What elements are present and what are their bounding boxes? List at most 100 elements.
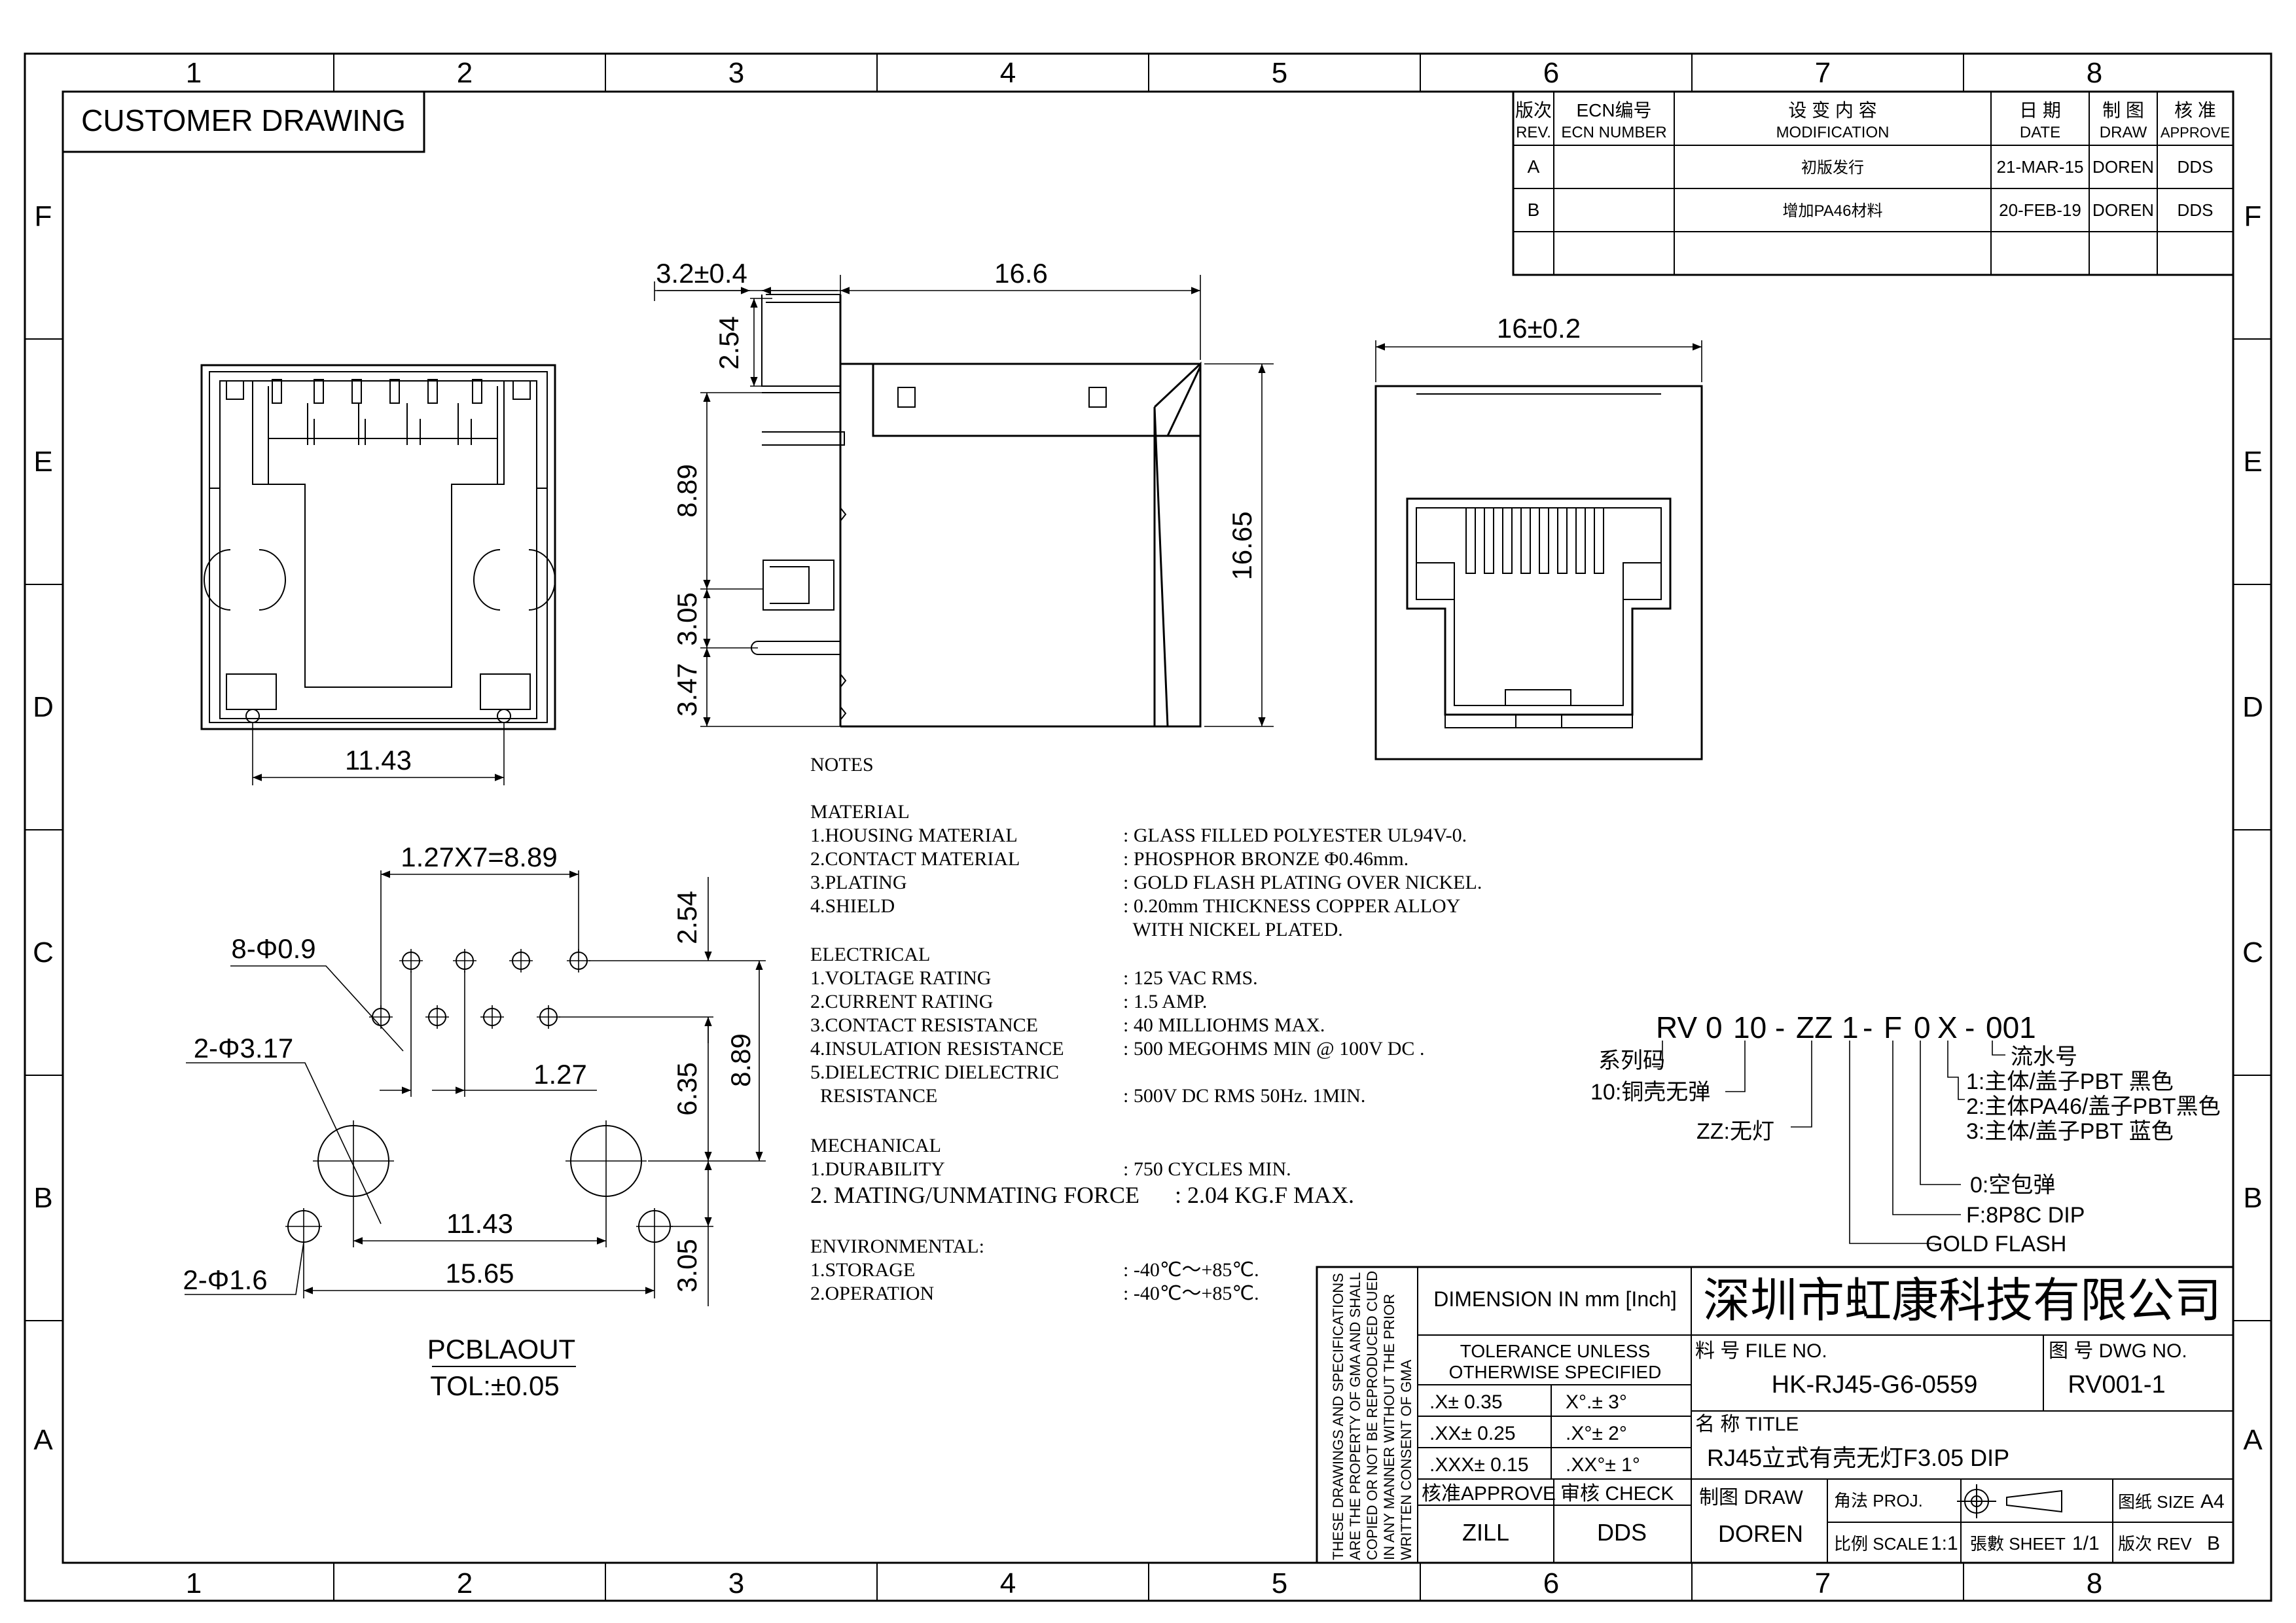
col-header-approve-cn: 核 准 [2174,100,2216,120]
table-cell-draw: DOREN [2092,200,2154,220]
col-header-approve-en: APPROVE [2161,124,2230,141]
tolerance-value: .XX± 0.25 [1429,1423,1516,1444]
pn-part: 001 [1986,1010,2036,1044]
revision-table: 版次 REV. ECN编号 ECN NUMBER 设 变 内 容 MODIFIC… [1512,90,2234,276]
scale-label: 比例 SCALE [1834,1534,1929,1554]
note-value: : 500V DC RMS 50Hz. 1MIN. [1123,1085,1365,1107]
table-cell-rev: A [1528,156,1540,177]
projection-symbol-icon [1957,1484,2062,1518]
dimension-label: 2-Φ1.6 [183,1264,267,1295]
row-label-left: A [33,1424,53,1456]
note-value: : GOLD FLASH PLATING OVER NICKEL. [1123,872,1482,893]
sheet-label: 張數 SHEET [1970,1534,2066,1554]
pn-serial: 流水号 [2011,1044,2077,1069]
dwg-no-label: 图 号 DWG NO. [2049,1340,2187,1362]
pn-series: 系列码 [1598,1048,1665,1073]
pn-part: 0 [1706,1010,1723,1044]
col-label-top: 7 [1815,57,1831,89]
notes-section-heading: ENVIRONMENTAL: [810,1236,984,1257]
contact-holes [372,952,588,1026]
note-label: 1.STORAGE [810,1259,915,1281]
disclaimer-line: ARE THE PROPERTY OF GMA AND SHALL [1347,1272,1363,1560]
check-label: 审核 CHECK [1560,1483,1674,1505]
col-label-top: 4 [1000,57,1016,89]
pn-type: F:8P8C DIP [1966,1203,2085,1228]
tolerance-heading: TOLERANCE UNLESS [1460,1341,1650,1361]
part-number-decoder: RV 0 10 - ZZ 1 - F 0 X - 001 系列码 10:铜壳无弹 [1590,1010,2221,1257]
row-label-right: E [2243,446,2262,478]
pn-part: 10 [1733,1010,1767,1044]
dimension-label: 2-Φ3.17 [194,1033,294,1063]
sheet-value: 1/1 [2072,1533,2100,1554]
notes-heading: NOTES [810,754,874,776]
dimension-label: 3.2±0.4 [656,258,747,289]
proj-label: 角法 PROJ. [1834,1491,1923,1510]
note-value: : 125 VAC RMS. [1123,967,1258,989]
table-cell-date: 21-MAR-15 [1997,157,2084,177]
note-label: 2.CURRENT RATING [810,991,993,1012]
page-title: CUSTOMER DRAWING [81,103,406,137]
pn-part: - [1775,1010,1785,1044]
notes-section-heading: ELECTRICAL [810,944,930,965]
pn-part: ZZ [1796,1010,1833,1044]
row-label-left: E [33,446,52,478]
rev-label: 版次 REV [2118,1534,2192,1554]
side-view: 3.2±0.4 16.6 2.54 8.89 3.05 3.47 16.65 [654,258,1274,728]
dimension-unit: DIMENSION IN mm [Inch] [1433,1287,1677,1311]
notes-section-heading: MATERIAL [810,801,910,823]
tolerance-value: .XXX± 0.15 [1429,1454,1529,1476]
dimension-label: 11.43 [446,1208,513,1239]
disclaimer-line: WRITTEN CONSENT OF GMA [1398,1359,1414,1560]
rev-value: B [2207,1533,2220,1554]
table-cell-rev: B [1528,200,1540,220]
col-label-top: 1 [186,57,202,89]
drawing-frame [24,52,2272,1602]
note-label: 3.PLATING [810,872,907,893]
note-label: 1.HOUSING MATERIAL [810,825,1018,846]
dimension-label: 16.6 [994,258,1048,289]
col-header-modification-en: MODIFICATION [1776,124,1890,141]
pn-plating: GOLD FLASH [1926,1232,2066,1257]
draw-label: 制图 DRAW [1699,1487,1804,1508]
note-mating: 2. MATING/UNMATING FORCE : 2.04 KG.F MAX… [810,1182,1354,1208]
col-label-bottom: 5 [1272,1567,1287,1599]
note-value: WITH NICKEL PLATED. [1123,919,1343,940]
col-label-bottom: 3 [728,1567,744,1599]
note-label: 4.INSULATION RESISTANCE [810,1038,1064,1060]
pn-package: 0:空包弹 [1970,1173,2055,1198]
col-header-rev-en: REV. [1516,124,1551,141]
tolerance-value: X°.± 3° [1566,1391,1627,1413]
disclaimer: THESE DRAWINGS AND SPECIFICATIONS ARE TH… [1330,1271,1414,1560]
note-label: 3.CONTACT RESISTANCE [810,1014,1038,1036]
pn-color: 1:主体/盖子PBT 黑色 [1966,1069,2174,1094]
row-label-left: C [33,936,54,969]
drawing-title: RJ45立式有壳无灯F3.05 DIP [1707,1444,2009,1471]
title-block: THESE DRAWINGS AND SPECIFICATIONS ARE TH… [1316,1266,2234,1564]
row-label-left: F [35,200,52,232]
table-cell-modification: 增加PA46材料 [1783,202,1883,220]
dimension-label: 16±0.2 [1497,313,1581,344]
note-label: 1.VOLTAGE RATING [810,967,991,989]
dimension-label: 15.65 [445,1258,514,1289]
dimension-label: 1.27X7=8.89 [401,842,557,872]
disclaimer-line: COPIED OR NOT BE REPRODUCED CUED [1364,1271,1380,1560]
row-label-right: F [2244,200,2262,232]
note-value: : 1.5 AMP. [1123,991,1207,1012]
pn-part: - [1863,1010,1873,1044]
col-label-top: 3 [728,57,744,89]
note-value: : 0.20mm THICKNESS COPPER ALLOY [1123,895,1460,917]
dimension-label: 3.05 [672,592,702,646]
disclaimer-line: THESE DRAWINGS AND SPECIFICATIONS [1330,1273,1346,1560]
pn-part: 1 [1842,1010,1859,1044]
col-header-date-cn: 日 期 [2019,100,2061,120]
pn-part: F [1884,1010,1902,1044]
row-label-right: C [2242,936,2263,969]
table-cell-modification: 初版发行 [1801,159,1864,177]
dimension-label: 2.54 [672,891,702,944]
note-label: 5.DIELECTRIC DIELECTRIC [810,1061,1059,1083]
pcb-title: PCBLAOUT [427,1334,575,1364]
note-label: 4.SHIELD [810,895,895,917]
col-header-modification-cn: 设 变 内 容 [1788,100,1876,120]
note-value: : -40℃～+85℃. [1123,1283,1259,1304]
